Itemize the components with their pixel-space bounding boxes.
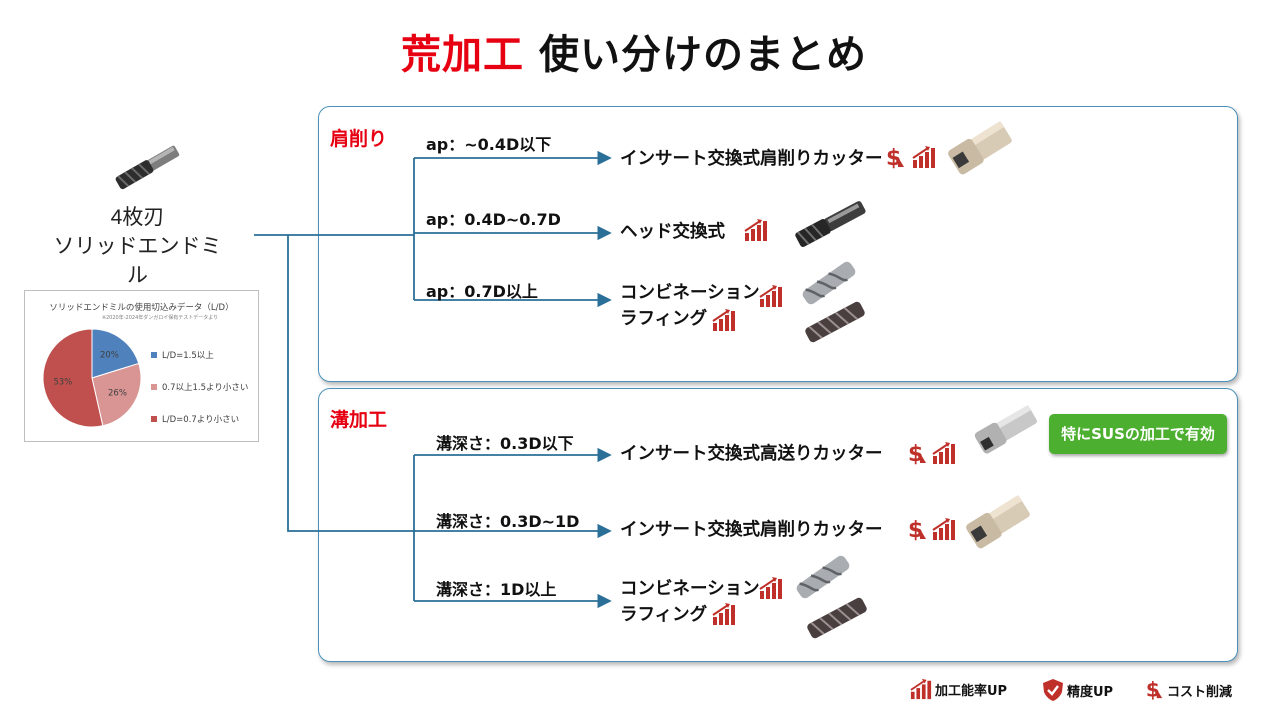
legend-swatch [151,384,157,390]
accuracy-up-icon [1043,679,1063,701]
shoulder-result-3-line1: コンビネーション [620,283,760,303]
efficiency-up-icon [932,517,956,541]
efficiency-up-icon [932,441,956,465]
end-mill-image [115,145,180,190]
legend-label: 0.7以上1.5より小さい [162,383,249,393]
pie-legend-item: L/D=0.7より小さい [151,403,248,435]
pie-legend-item: L/D=1.5以上 [151,339,248,371]
legend-accuracy-label: 精度UP [1067,684,1114,700]
legend-efficiency-label: 加工能率UP [935,683,1008,699]
sus-highlight-badge: 特にSUSの加工で有効 [1049,414,1227,454]
pie-slice [91,362,142,427]
efficiency-up-icon [759,284,783,308]
combination-endmill-image [802,261,856,305]
legend-cost: コスト削減 [1144,678,1232,702]
shoulder-milling-box [318,106,1238,382]
efficiency-up-icon [712,602,736,626]
shoulder-cutter-image [966,495,1030,549]
pie-slice-label: 20% [100,350,119,360]
title-rest: 使い分けのまとめ [538,32,867,78]
cost-reduction-icon [1144,678,1164,702]
efficiency-up-icon [910,678,932,700]
slot-cond-2: 溝深さ：0.3D~1D [436,512,580,531]
efficiency-up-icon [759,576,783,600]
pie-chart-note: ※2020年-2024年ダンガロイ保有テストデータより [101,315,219,321]
legend-label: L/D=1.5以上 [162,351,214,361]
legend-efficiency: 加工能率UP [910,678,1007,700]
shoulder-result-3: コンビネーション ラフィング [620,280,760,332]
shoulder-cond-1: ap：~0.4D以下 [426,135,552,154]
shoulder-milling-label: 肩削り [330,128,388,150]
cost-reduction-icon [906,517,928,543]
roughing-endmill-image [807,597,867,639]
shoulder-cond-2: ap：0.4D~0.7D [426,210,561,229]
pie-chart-panel: ソリッドエンドミルの使用切込みデータ（L/D） ※2020年-2024年ダンガロ… [24,290,259,442]
slot-result-3-line2: ラフィング [620,605,708,625]
shoulder-result-2: ヘッド交換式 [620,222,725,242]
shoulder-cond-3: ap：0.7D以上 [426,282,538,301]
shoulder-result-3-line2: ラフィング [620,309,708,329]
slot-milling-label: 溝加工 [330,409,388,431]
pie-legend: L/D=1.5以上 0.7以上1.5より小さい L/D=0.7より小さい [151,339,248,435]
pie-slice [91,328,140,379]
roughing-endmill-image [805,301,865,343]
combination-endmill-image [796,555,850,599]
slot-cond-1: 溝深さ：0.3D以下 [436,434,574,453]
head-exchange-image [795,201,866,247]
legend-swatch [151,352,157,358]
shoulder-cutter-image [948,121,1012,175]
title-highlight: 荒加工 [401,32,525,78]
cost-reduction-icon [884,145,906,171]
pie-legend-item: 0.7以上1.5より小さい [151,371,248,403]
tool-type: ソリッドエンドミル [53,235,222,287]
solid-end-mill-label: 4枚刃 ソリッドエンドミル [50,203,225,290]
page-title: 荒加工 使い分けのまとめ [0,22,1268,80]
pie-chart: 20% 26% 53% [42,328,142,428]
pie-slice [42,328,104,428]
slot-result-3: コンビネーション ラフィング [620,576,760,628]
slot-result-2: インサート交換式肩削りカッター [620,520,883,540]
efficiency-up-icon [744,218,768,242]
efficiency-up-icon [912,145,936,169]
slot-result-3-line1: コンビネーション [620,579,760,599]
pie-slice-label: 26% [108,389,127,399]
pie-slice-label: 53% [53,377,72,387]
cost-reduction-icon [906,441,928,467]
legend-cost-label: コスト削減 [1167,684,1233,700]
tool-flutes: 4枚刃 [110,206,165,229]
efficiency-up-icon [712,308,736,332]
high-feed-cutter-image [974,404,1037,454]
slot-result-1: インサート交換式高送りカッター [620,444,883,464]
shoulder-result-1: インサート交換式肩削りカッター [620,149,883,169]
slot-cond-3: 溝深さ：1D以上 [436,580,557,599]
legend-accuracy: 精度UP [1042,678,1113,702]
pie-chart-title: ソリッドエンドミルの使用切込みデータ（L/D） [49,303,234,313]
legend-label: L/D=0.7より小さい [162,415,240,425]
legend-swatch [151,416,157,422]
